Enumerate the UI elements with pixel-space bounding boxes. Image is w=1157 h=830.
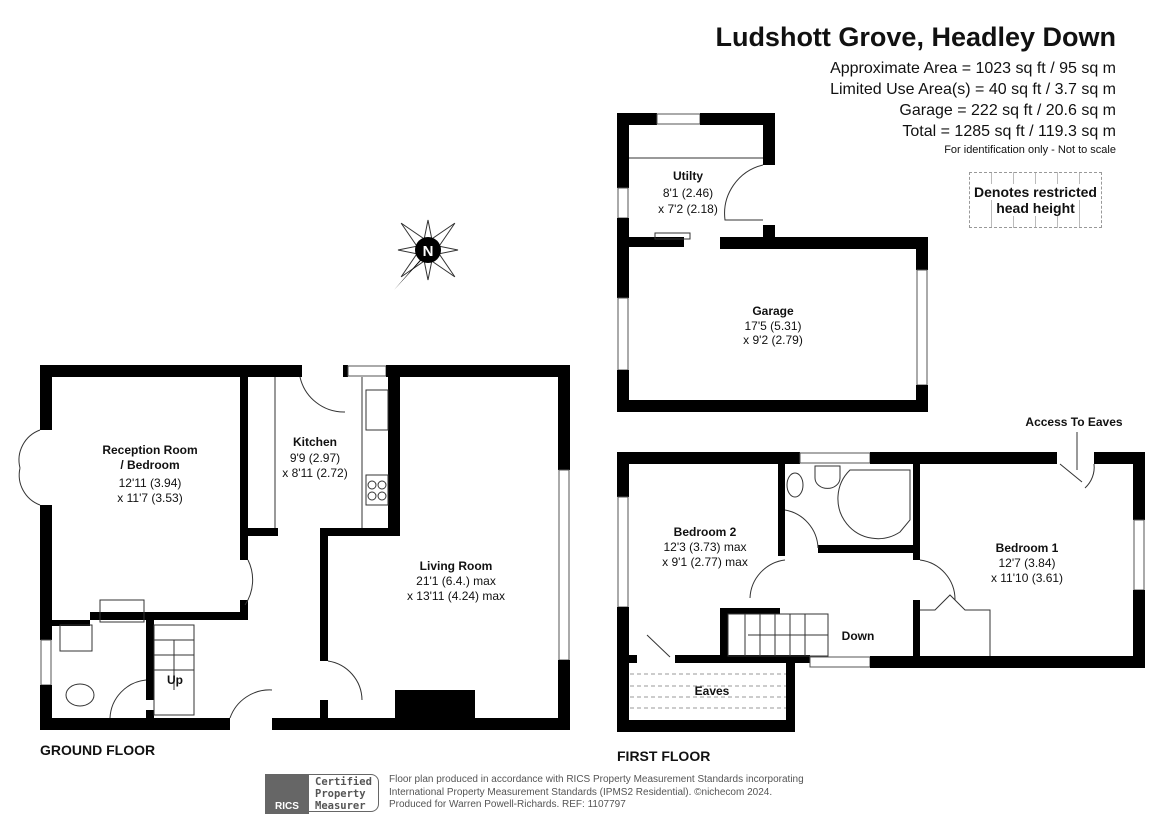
utility-dim1: 8'1 (2.46) xyxy=(663,186,713,200)
garage-dim1: 17'5 (5.31) xyxy=(745,319,802,333)
legend-line: Denotes restricted xyxy=(974,184,1097,200)
stairs-down-label: Down xyxy=(842,629,875,643)
badge-line: Property xyxy=(315,788,366,800)
first-floor-stairs xyxy=(727,613,829,657)
reception-name: Reception Room xyxy=(102,443,197,457)
eaves-name: Eaves xyxy=(695,684,730,698)
disclaimer: For identification only - Not to scale xyxy=(944,144,1116,156)
compass-icon: N xyxy=(394,219,459,290)
footer-text: Floor plan produced in accordance with R… xyxy=(389,774,804,812)
kitchen-dim2: x 8'11 (2.72) xyxy=(282,466,347,480)
bedroom-1-dim2: x 11'10 (3.61) xyxy=(991,571,1063,585)
bedroom-1-dim1: 12'7 (3.84) xyxy=(999,556,1056,570)
certified-measurer-badge: Certified Property Measurer xyxy=(309,774,379,812)
garage-area: Garage = 222 sq ft / 20.6 sq m xyxy=(899,102,1116,119)
footer: RICS Certified Property Measurer Floor p… xyxy=(265,774,804,814)
bedroom-1-name: Bedroom 1 xyxy=(996,541,1059,555)
utility-name: Utilty xyxy=(673,169,703,183)
legend-line: head height xyxy=(996,200,1075,216)
garage-dim2: x 9'2 (2.79) xyxy=(743,333,803,347)
outbuilding-walls xyxy=(617,113,928,412)
footer-line: International Property Measurement Stand… xyxy=(389,786,773,798)
approximate-area: Approximate Area = 1023 sq ft / 95 sq m xyxy=(830,60,1116,77)
total-area: Total = 1285 sq ft / 119.3 sq m xyxy=(902,123,1116,140)
footer-line: Floor plan produced in accordance with R… xyxy=(389,774,804,785)
garage-name: Garage xyxy=(752,304,794,318)
ground-stairs xyxy=(153,624,195,716)
kitchen-name: Kitchen xyxy=(293,435,337,449)
bedroom-2-dim1: 12'3 (3.73) max xyxy=(664,540,747,554)
compass-north-label: N xyxy=(423,243,434,260)
restricted-head-height-legend: Denotes restricted head height xyxy=(969,172,1102,228)
rics-logo: RICS xyxy=(265,774,309,814)
property-title: Ludshott Grove, Headley Down xyxy=(715,22,1116,52)
living-room-dim2: x 13'11 (4.24) max xyxy=(407,589,505,603)
living-room-dim1: 21'1 (6.4.) max xyxy=(416,574,496,588)
access-to-eaves-label: Access To Eaves xyxy=(1025,415,1122,429)
utility-dim2: x 7'2 (2.18) xyxy=(658,202,718,216)
first-floor-walls xyxy=(617,432,1145,732)
ground-floor-label: GROUND FLOOR xyxy=(40,742,155,758)
bedroom-2-name: Bedroom 2 xyxy=(674,525,737,539)
area-summary: Approximate Area = 1023 sq ft / 95 sq m … xyxy=(830,58,1116,142)
reception-dim2: x 11'7 (3.53) xyxy=(117,491,182,505)
ground-floor-walls xyxy=(18,365,570,730)
badge-line: Certified xyxy=(315,776,372,788)
stairs-up-label: Up xyxy=(167,673,183,687)
badge-line: Measurer xyxy=(315,800,366,812)
rics-logo-text: RICS xyxy=(275,801,299,812)
kitchen-dim1: 9'9 (2.97) xyxy=(290,451,340,465)
first-floor-label: FIRST FLOOR xyxy=(617,748,710,764)
bedroom-2-dim2: x 9'1 (2.77) max xyxy=(662,555,748,569)
footer-line: Produced for Warren Powell-Richards. REF… xyxy=(389,799,626,810)
reception-dim1: 12'11 (3.94) xyxy=(119,476,182,490)
living-room-name: Living Room xyxy=(420,559,493,573)
limited-use-area: Limited Use Area(s) = 40 sq ft / 3.7 sq … xyxy=(830,81,1116,98)
reception-name-2: / Bedroom xyxy=(120,458,179,472)
